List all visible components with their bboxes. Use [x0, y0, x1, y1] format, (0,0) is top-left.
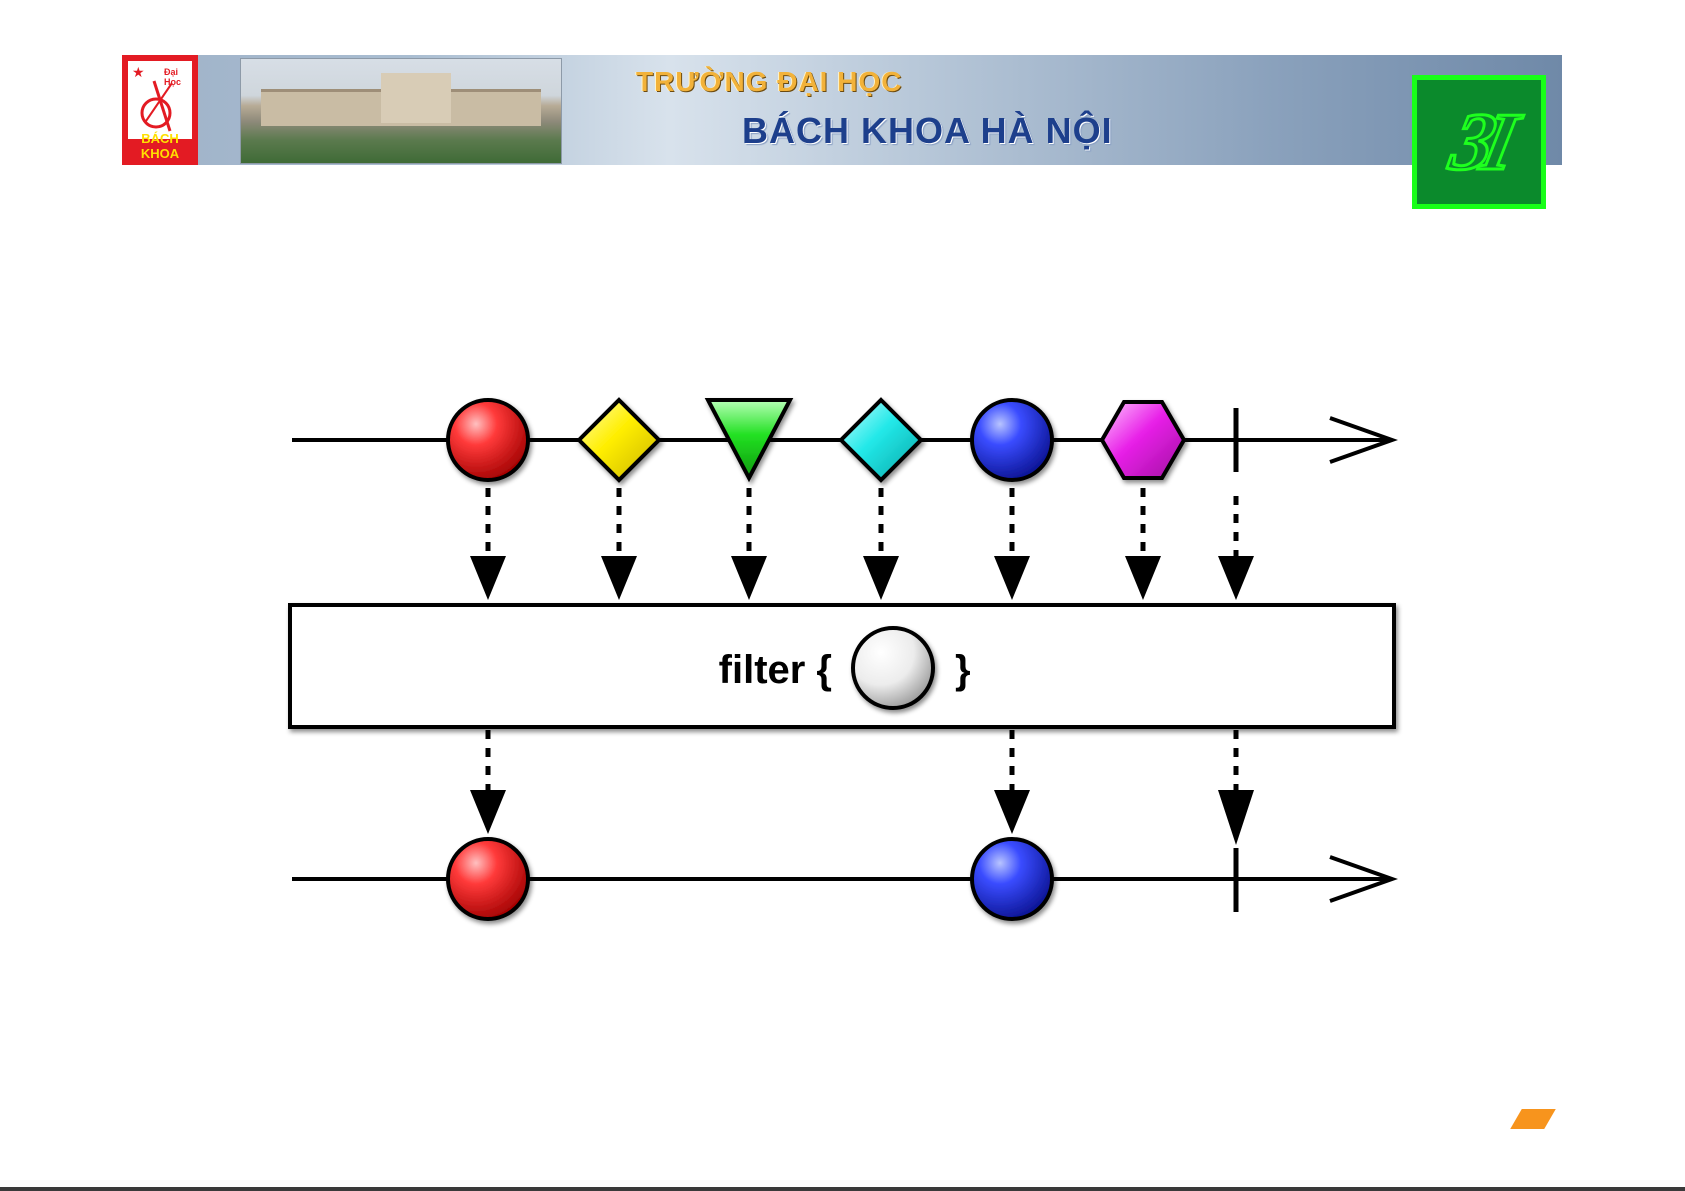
- input-marble-cyan-diamond: [841, 400, 921, 480]
- input-marble-magenta-hexagon: [1102, 402, 1184, 478]
- operator-label-prefix: filter {: [719, 648, 832, 692]
- operator-label-suffix: }: [955, 648, 971, 692]
- input-marble-yellow-diamond: [579, 400, 659, 480]
- input-to-operator-arrowheads: [470, 556, 1254, 600]
- operator-box: [290, 605, 1394, 727]
- input-marble-red: [448, 400, 528, 480]
- input-marble-blue: [972, 400, 1052, 480]
- operator-to-output-arrows: [488, 730, 1236, 795]
- operator-predicate-marble: [853, 628, 933, 708]
- output-marble-blue: [972, 839, 1052, 919]
- input-to-operator-arrows: [488, 488, 1236, 560]
- bottom-border: [0, 1187, 1685, 1191]
- operator-to-output-arrowheads: [470, 790, 1254, 845]
- output-marble-red: [448, 839, 528, 919]
